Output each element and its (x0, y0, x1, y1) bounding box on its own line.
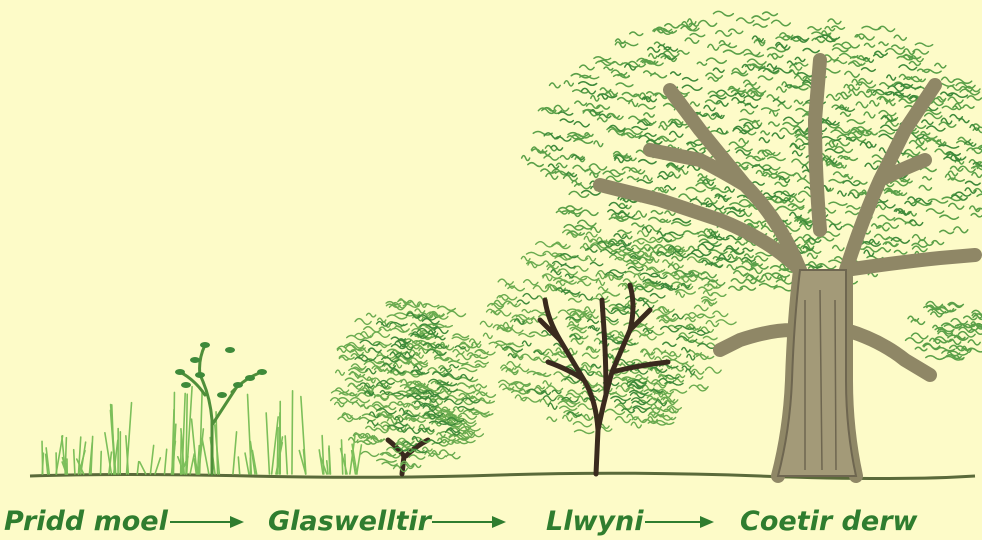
stage-label-grassland: Glaswelltir (268, 506, 433, 537)
grass-blade (42, 441, 43, 474)
leaf (225, 347, 235, 353)
stage-label-scrub: Llwyni (546, 506, 644, 537)
leaf (195, 372, 205, 378)
leaf (175, 369, 185, 375)
stage-label-oak-woodland: Coetir derw (740, 506, 919, 537)
grass-blade (181, 434, 182, 474)
grass-blade (101, 451, 102, 474)
leaf (233, 382, 243, 388)
leaf (181, 382, 191, 388)
leaf (200, 342, 210, 348)
grass-blade (277, 428, 278, 474)
grass-blade (292, 391, 293, 474)
grass-blade (173, 392, 174, 474)
leaf (217, 392, 227, 398)
leaf (245, 375, 255, 381)
stage-label-bare-soil: Pridd moel (4, 506, 169, 537)
leaf (257, 369, 267, 375)
leaf (190, 357, 200, 363)
